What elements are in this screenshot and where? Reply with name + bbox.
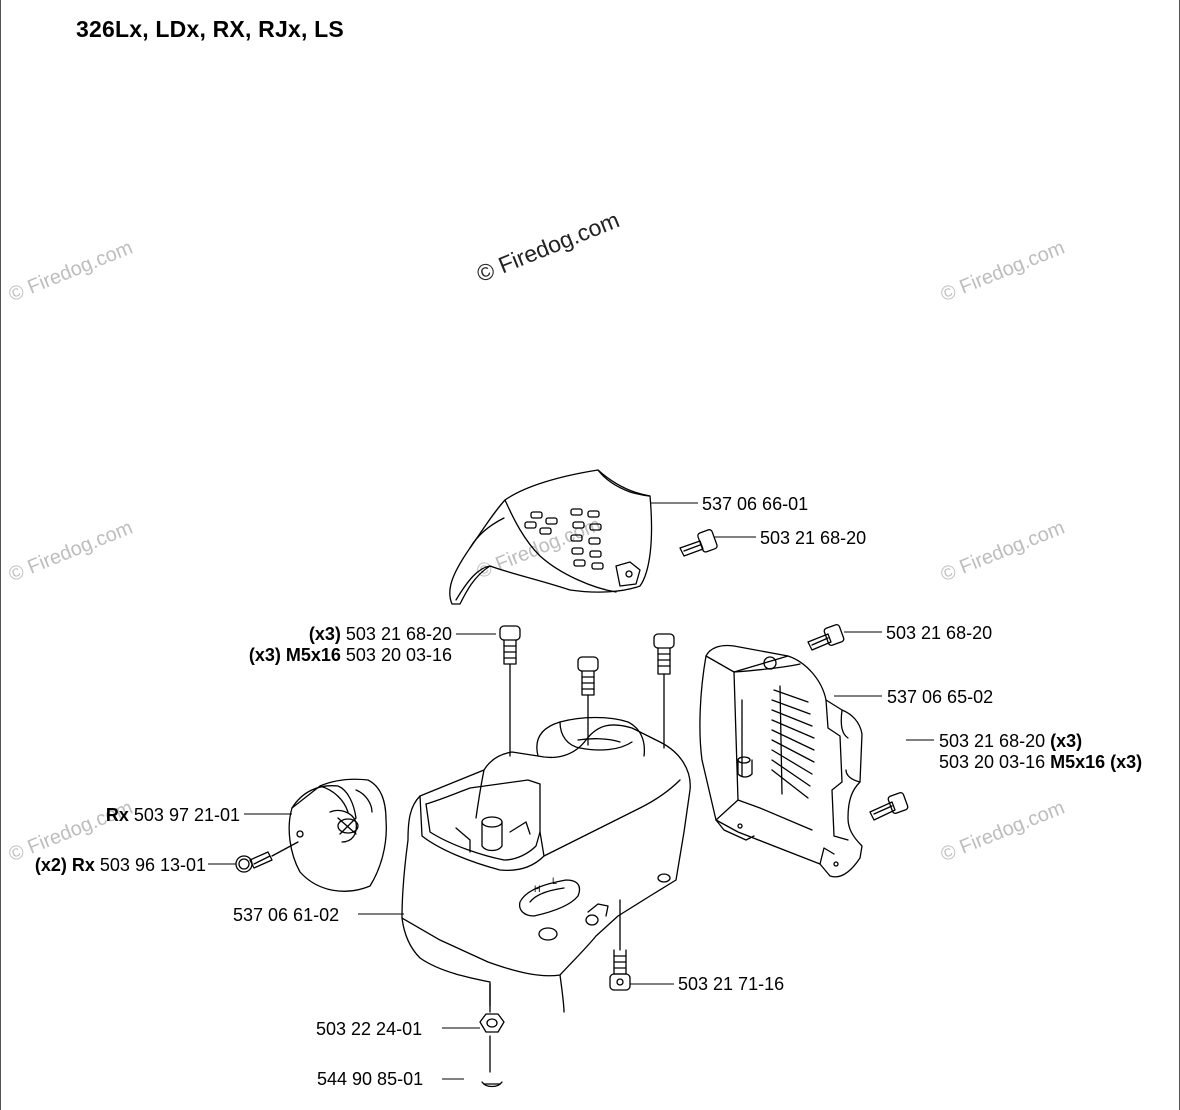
screw-right-upper [808, 624, 845, 650]
label-rx-cover: Rx 503 97 21-01 [40, 805, 240, 826]
label-housing: 537 06 61-02 [233, 905, 340, 925]
diagram-title: 326Lx, LDx, RX, RJx, LS [76, 16, 344, 42]
leader-lines [208, 503, 934, 1079]
screw-bottom [610, 950, 630, 990]
part-screw-m5: 503 20 03-16 [345, 645, 452, 665]
svg-text:H: H [534, 884, 541, 894]
top-cylinder-cover [450, 470, 652, 604]
label-nut: 503 22 24-01 [316, 1019, 423, 1039]
label-screw-right-m5: 503 20 03-16 M5x16 (x3) [939, 752, 1142, 773]
part-screw-right-m5: 503 20 03-16 [939, 752, 1046, 772]
part-screw-right-x3: 503 21 68-20 [939, 731, 1046, 751]
label-cover-right: 537 06 65-02 [887, 687, 994, 707]
vertical-screw-middle [578, 657, 598, 724]
label-washer: 544 90 85-01 [317, 1069, 424, 1089]
screw-right-lower [870, 792, 909, 820]
rx-cover [289, 779, 386, 891]
qty-m5: (x3) M5x16 [248, 645, 341, 665]
rx-screw [236, 842, 298, 872]
nut [480, 984, 504, 1072]
qty-right-m5: M5x16 (x3) [1050, 752, 1143, 772]
page-border-left [0, 0, 1, 1110]
qty-x3: (x3) [308, 624, 341, 644]
svg-text:L: L [552, 876, 557, 886]
part-rx2: 503 96 13-01 [99, 855, 206, 875]
screw-top [680, 529, 718, 556]
label-cover-top: 537 06 66-01 [702, 494, 809, 514]
label-rx-screw: (x2) Rx 503 96 13-01 [4, 855, 206, 876]
main-housing: H L [402, 718, 690, 1013]
label-screw-x3: (x3) 503 21 68-20 [160, 624, 452, 645]
label-screw-right: 503 21 68-20 [886, 623, 993, 643]
label-screw-right-x3: 503 21 68-20 (x3) [939, 731, 1082, 752]
washer [482, 1082, 502, 1087]
side-cylinder-cover [700, 645, 862, 876]
part-rx: 503 97 21-01 [133, 805, 240, 825]
label-screw-bottom: 503 21 71-16 [678, 974, 785, 994]
part-screw-x3: 503 21 68-20 [345, 624, 452, 644]
vertical-screw-right [654, 634, 674, 748]
label-screw-top: 503 21 68-20 [760, 528, 867, 548]
label-screw-m5: (x3) M5x16 503 20 03-16 [160, 645, 452, 666]
vertical-screw-left [500, 626, 520, 756]
prefix-rx2: (x2) Rx [34, 855, 95, 875]
qty-right-x3: (x3) [1050, 731, 1083, 751]
prefix-rx: Rx [105, 805, 129, 825]
